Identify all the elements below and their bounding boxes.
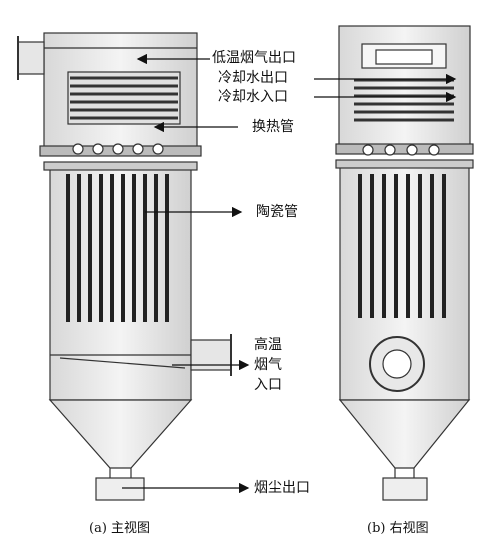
right-dust-outlet-pipe: [382, 477, 428, 501]
label-cooling-water-inlet: 冷却水入口: [218, 89, 288, 105]
right-hopper: [338, 399, 471, 469]
front-ceramic-tubes: [66, 174, 169, 322]
label-high-temp-line3: 入口: [254, 377, 282, 393]
front-tube-sheet-bolts: [72, 143, 164, 155]
leader-arrows: [122, 53, 457, 494]
right-heat-exchange-coil: [354, 78, 454, 122]
right-lower-flange: [335, 159, 474, 169]
label-dust-outlet: 烟尘出口: [254, 480, 310, 496]
right-inlet-opening: [382, 349, 412, 379]
label-high-temp-line2: 烟气: [254, 357, 282, 373]
right-tube-sheet-bolts: [362, 144, 440, 156]
label-cooling-water-outlet: 冷却水出口: [218, 70, 288, 86]
caption-right-view: (b) 右视图: [367, 521, 429, 536]
front-heat-exchange-coil: [67, 71, 181, 125]
right-ceramic-tubes: [358, 174, 446, 318]
front-main-body: [49, 165, 192, 401]
front-hopper: [48, 399, 193, 469]
front-dust-outlet-pipe: [95, 477, 145, 501]
label-low-temp-outlet: 低温烟气出口: [212, 50, 296, 66]
right-view: [335, 25, 474, 501]
front-lower-flange: [43, 161, 198, 171]
caption-front-view: (a) 主视图: [89, 521, 151, 536]
front-low-temp-outlet-pipe: [17, 41, 45, 75]
label-ceramic-tube: 陶瓷管: [256, 204, 298, 220]
label-heat-exchange-tube: 换热管: [252, 119, 294, 135]
label-high-temp-line1: 高温: [254, 337, 282, 353]
right-upper-flange: [335, 143, 474, 155]
front-view: [17, 32, 232, 501]
